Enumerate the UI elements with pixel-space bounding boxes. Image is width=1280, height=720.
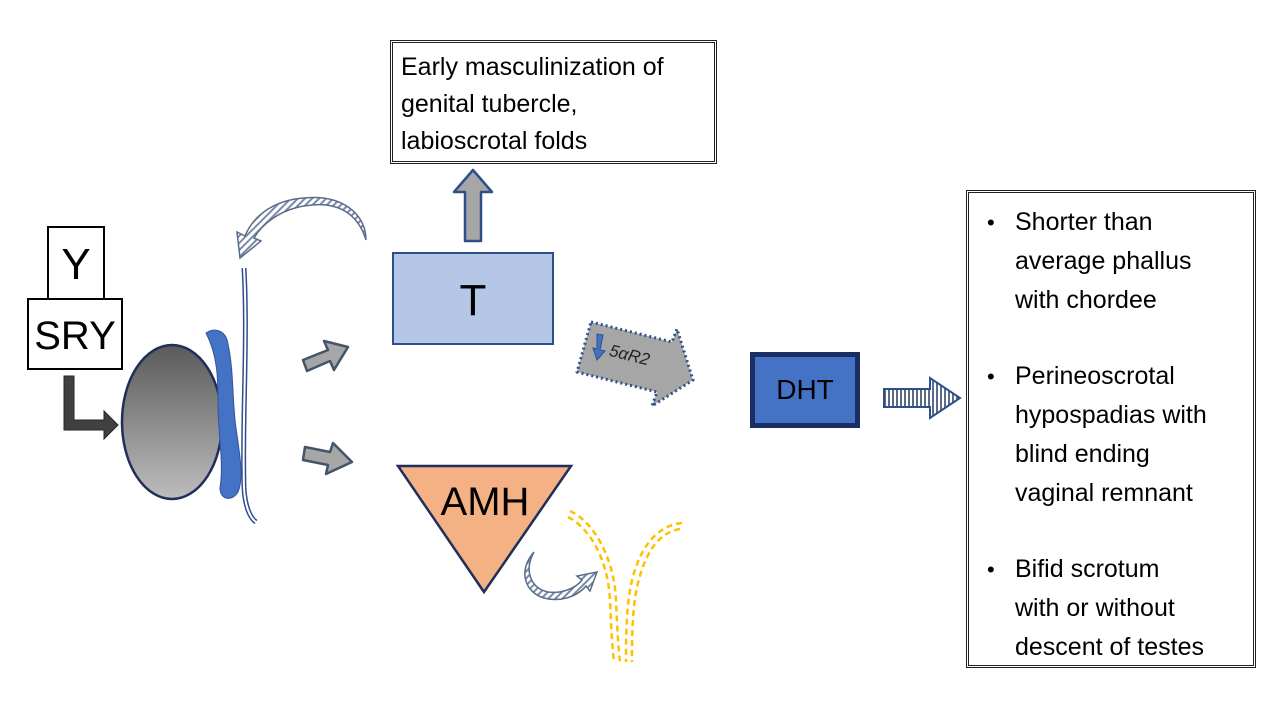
- outcomes-list: Shorter than average phallus with chorde…: [979, 203, 1243, 667]
- enzyme-down-icon: [592, 333, 606, 361]
- enzyme-arrow: [575, 320, 695, 408]
- early-line-1: Early masculinization of: [401, 53, 664, 81]
- amh-regression-arrow: [524, 551, 599, 601]
- y-label: Y: [61, 240, 91, 289]
- gonad: [120, 343, 224, 501]
- early-line-3: labioscrotal folds: [401, 127, 588, 155]
- dht-box: DHT: [750, 352, 860, 428]
- outcome-item: Shorter than average phallus with chorde…: [979, 203, 1243, 320]
- testosterone-feedback-arrow: [236, 196, 367, 260]
- outcome-line: average phallus: [1015, 247, 1192, 275]
- dht-label: DHT: [776, 374, 834, 405]
- amh-triangle: [395, 464, 574, 595]
- outcome-line: with chordee: [1015, 286, 1157, 314]
- outcome-line: Perineoscrotal: [1015, 362, 1175, 390]
- mullerian-ducts: [567, 509, 683, 663]
- y-chromosome-box: Y: [47, 226, 105, 300]
- outcome-line: Shorter than: [1015, 208, 1153, 236]
- t-to-masculinization-arrow: [452, 168, 494, 243]
- early-masculinization-box: Early masculinization of genital tubercl…: [390, 40, 717, 164]
- sry-to-gonad-arrow: [63, 375, 119, 441]
- t-label: T: [459, 276, 487, 325]
- outcome-item: Perineoscrotal hypospadias with blind en…: [979, 357, 1243, 513]
- gonad-to-t-arrow: [301, 339, 350, 373]
- sry-label: SRY: [34, 314, 116, 358]
- outcome-line: blind ending: [1015, 440, 1150, 468]
- outcome-line: Bifid scrotum: [1015, 555, 1160, 583]
- outcome-line: hypospadias with: [1015, 401, 1207, 429]
- gonad-to-amh-arrow: [301, 441, 354, 476]
- outcome-line: with or without: [1015, 594, 1175, 622]
- epididymis: [205, 329, 242, 499]
- dht-to-outcomes-arrow: [883, 376, 962, 420]
- early-line-2: genital tubercle,: [401, 90, 578, 118]
- outcome-item: Bifid scrotum with or without descent of…: [979, 550, 1243, 667]
- outcome-line: descent of testes: [1015, 633, 1205, 661]
- outcome-line: vaginal remnant: [1015, 479, 1193, 507]
- outcomes-box: Shorter than average phallus with chorde…: [966, 190, 1256, 668]
- sry-box: SRY: [27, 298, 123, 370]
- amh-label: AMH: [440, 480, 530, 524]
- testosterone-box: T: [392, 252, 554, 345]
